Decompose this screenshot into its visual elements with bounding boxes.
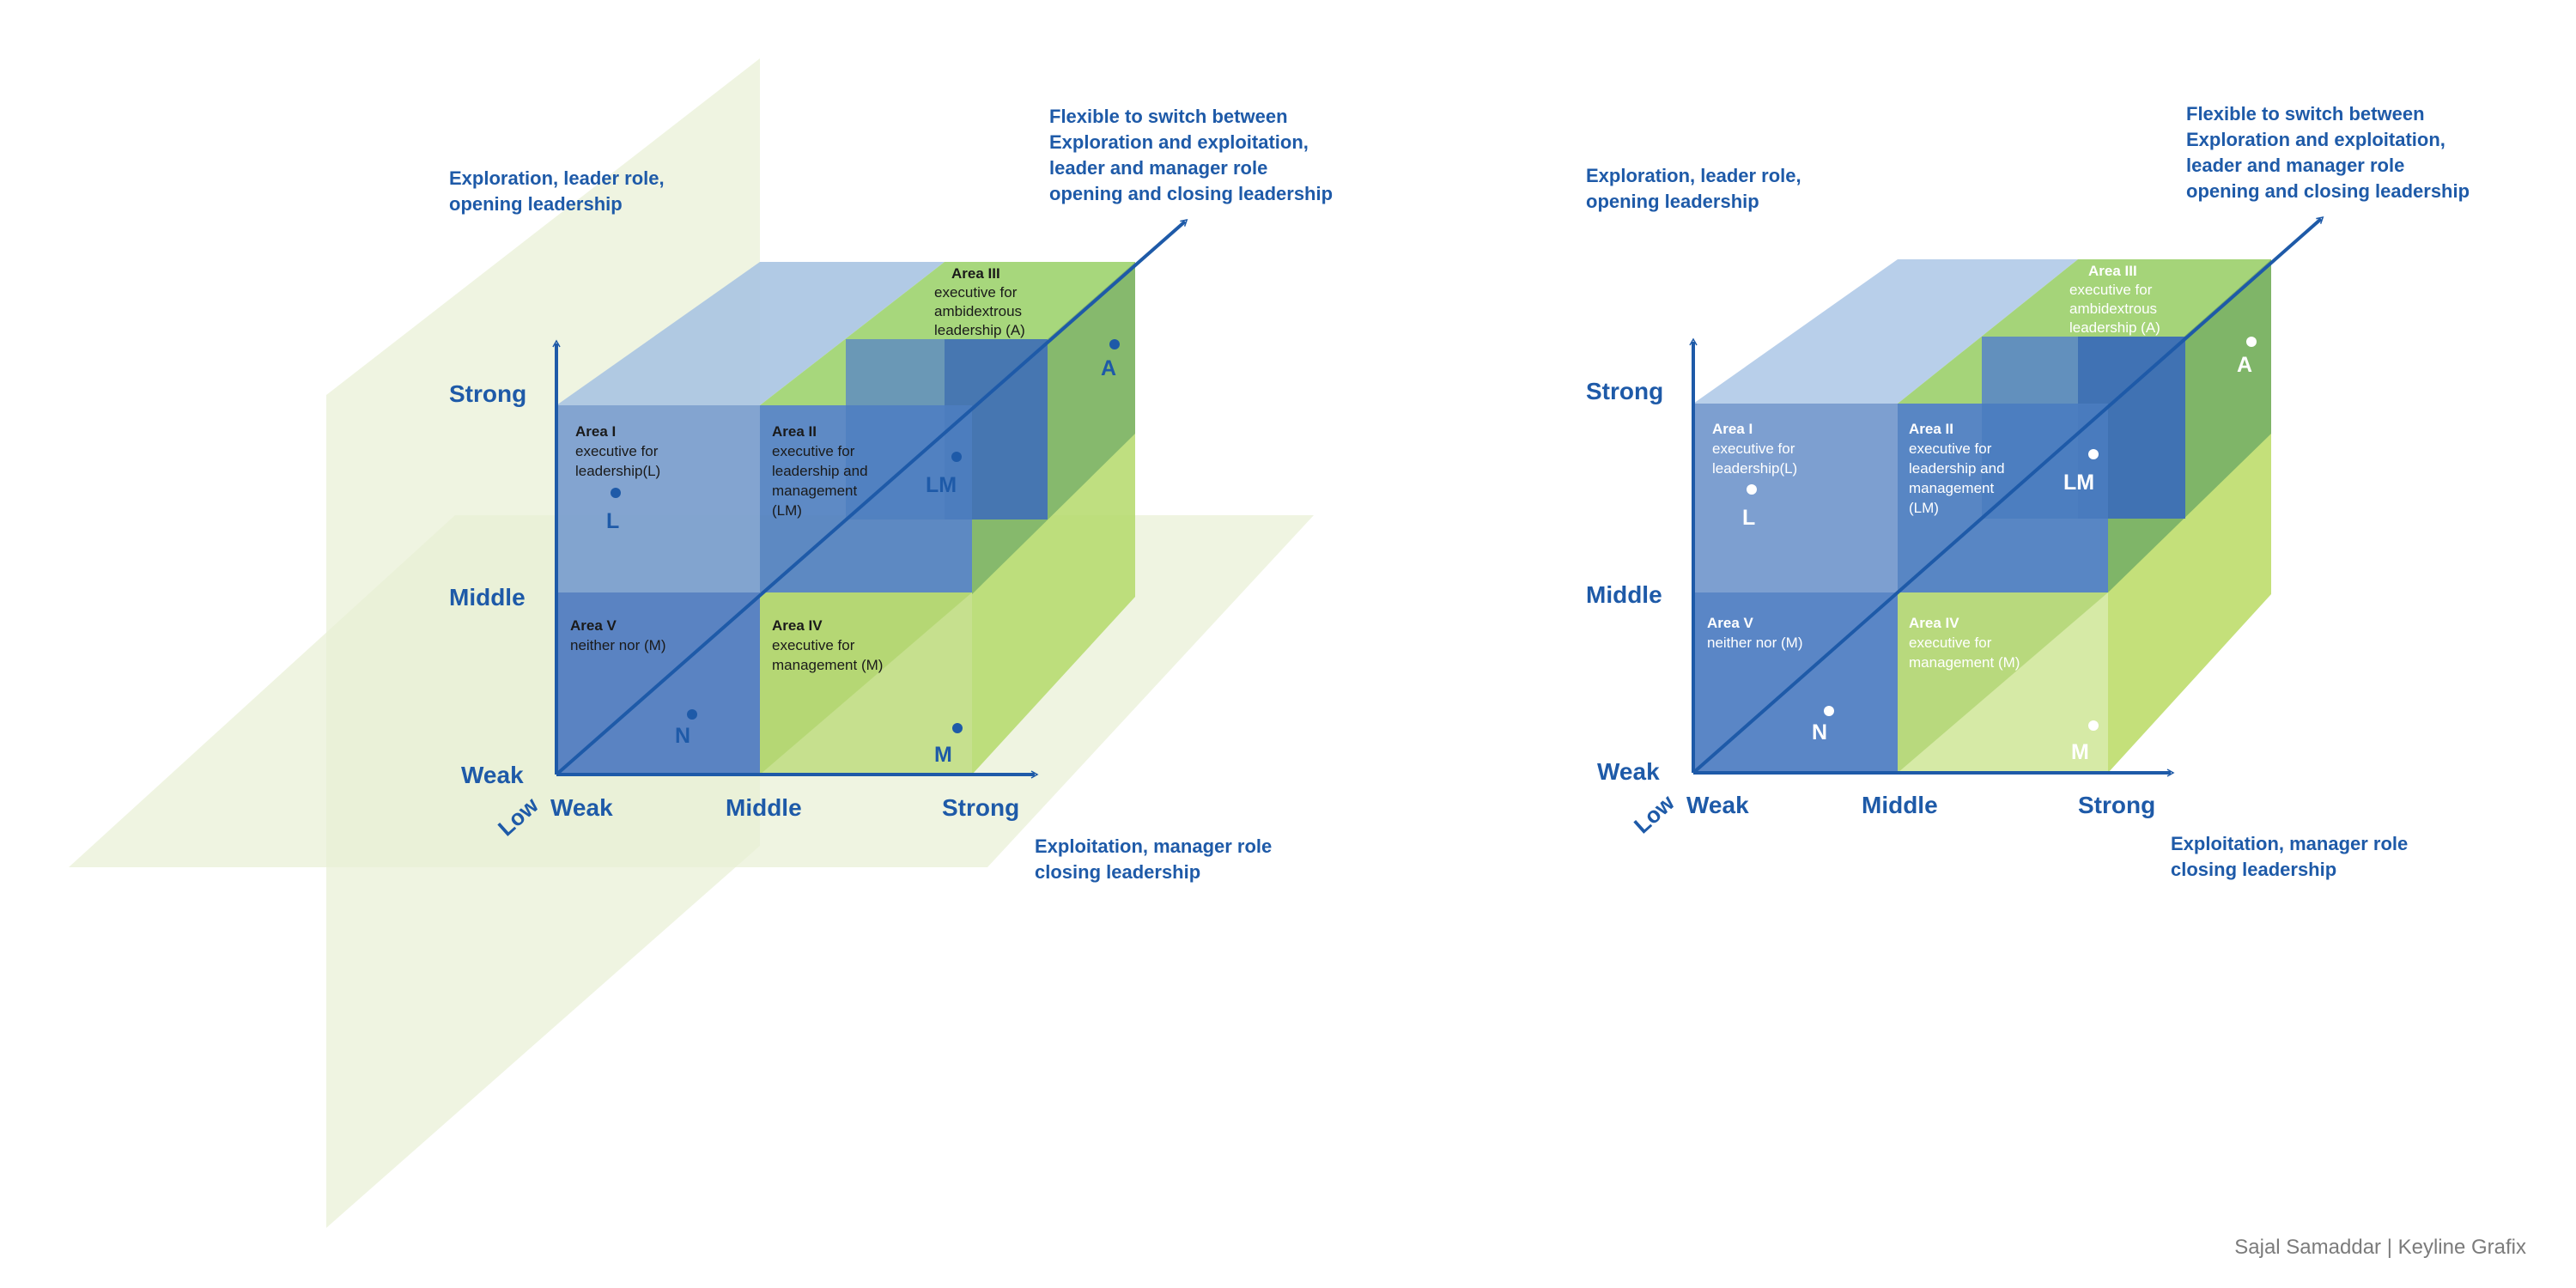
area-v-desc-1: neither nor (M) <box>1707 635 1802 651</box>
area-i-desc-1: executive for <box>575 443 659 459</box>
point-l-dot <box>1747 484 1757 495</box>
area-iv-desc-1: executive for <box>1909 635 1992 651</box>
point-lm-dot <box>951 452 962 462</box>
x-label-strong: Strong <box>2078 792 2155 818</box>
y-label-middle: Middle <box>1586 581 1662 608</box>
point-n-dot <box>1824 706 1834 716</box>
y-axis-caption-line-2: opening leadership <box>1586 191 1759 212</box>
y-label-weak: Weak <box>1597 758 1660 785</box>
area-ii-desc-2: leadership and <box>1909 460 2005 477</box>
point-a-label: A <box>2237 353 2252 377</box>
point-a-label: A <box>1101 356 1116 380</box>
area-v-desc-1: neither nor (M) <box>570 637 665 653</box>
x-label-middle: Middle <box>1862 792 1938 818</box>
z-axis-caption-line-2: Exploration and exploitation, <box>1049 131 1309 153</box>
z-axis-caption-line-4: opening and closing leadership <box>2186 180 2470 202</box>
area-v-title: Area V <box>1707 615 1754 631</box>
area-i-face <box>556 405 760 592</box>
area-iv-shade <box>1898 592 2108 773</box>
area-v-title: Area V <box>570 617 617 634</box>
x-axis-caption-line-1: Exploitation, manager role <box>1035 835 1272 857</box>
area-iv-desc-1: executive for <box>772 637 855 653</box>
area-i-title: Area I <box>575 423 616 440</box>
area-iv-shade <box>760 592 972 775</box>
point-m-dot <box>2088 720 2099 731</box>
z-axis-caption-line-2: Exploration and exploitation, <box>2186 129 2445 150</box>
point-n-dot <box>687 709 697 720</box>
area-ii-desc-3: management <box>1909 480 1995 496</box>
point-lm-dot <box>2088 449 2099 459</box>
y-label-strong: Strong <box>449 380 526 407</box>
point-n-label: N <box>675 724 690 748</box>
cube-diagram-left: Strong Middle Weak Low Weak Middle Stron… <box>69 58 1333 1228</box>
y-label-weak: Weak <box>461 762 524 788</box>
area-i-desc-2: leadership(L) <box>1712 460 1797 477</box>
z-axis <box>1692 216 2324 775</box>
area-iii-desc-2: ambidextrous <box>934 303 1022 319</box>
cube-diagram-right: Strong Middle Weak Low Weak Middle Stron… <box>1586 103 2470 880</box>
point-m-label: M <box>934 743 952 767</box>
y-axis-caption-line-1: Exploration, leader role, <box>1586 165 1801 186</box>
point-m-dot <box>952 723 963 733</box>
y-label-strong: Strong <box>1586 378 1663 404</box>
area-iii-desc-3: leadership (A) <box>934 322 1025 338</box>
area-ii-desc-4: (LM) <box>1909 500 1939 516</box>
area-ii-desc-1: executive for <box>1909 440 1992 457</box>
area-i-desc-2: leadership(L) <box>575 463 660 479</box>
origin-label-low: Low <box>1629 789 1680 839</box>
area-i-face <box>1693 404 1898 592</box>
x-axis-caption-line-1: Exploitation, manager role <box>2171 833 2408 854</box>
cube-top-left <box>1693 259 2078 404</box>
z-axis <box>555 219 1188 776</box>
point-l-label: L <box>606 509 619 533</box>
area-iv-desc-2: management (M) <box>1909 654 2020 671</box>
area-i-desc-1: executive for <box>1712 440 1795 457</box>
x-label-middle: Middle <box>726 794 802 821</box>
area-iii-desc-2: ambidextrous <box>2069 301 2157 317</box>
x-axis-caption-line-2: closing leadership <box>1035 861 1200 883</box>
area-ii-desc-3: management <box>772 483 858 499</box>
z-axis-caption-line-1: Flexible to switch between <box>2186 103 2425 125</box>
point-lm-label: LM <box>2063 471 2094 495</box>
point-a-dot <box>2246 337 2257 347</box>
point-n-label: N <box>1812 720 1827 744</box>
y-axis-caption-line-1: Exploration, leader role, <box>449 167 665 189</box>
area-ii-title: Area II <box>772 423 817 440</box>
x-label-strong: Strong <box>942 794 1019 821</box>
area-iii-desc-1: executive for <box>2069 282 2153 298</box>
point-l-label: L <box>1742 506 1755 530</box>
point-lm-label: LM <box>926 473 957 497</box>
area-iii-desc-3: leadership (A) <box>2069 319 2160 336</box>
x-axis-caption-line-2: closing leadership <box>2171 859 2336 880</box>
z-axis-caption-line-3: leader and manager role <box>2186 155 2404 176</box>
area-ii-face <box>760 405 972 592</box>
y-axis-caption-line-2: opening leadership <box>449 193 623 215</box>
point-l-dot <box>611 488 621 498</box>
z-axis-caption-line-4: opening and closing leadership <box>1049 183 1333 204</box>
area-i-title: Area I <box>1712 421 1753 437</box>
y-label-middle: Middle <box>449 584 526 611</box>
credit-text: Sajal Samaddar | Keyline Grafix <box>2234 1236 2526 1259</box>
area-ii-title: Area II <box>1909 421 1953 437</box>
area-iv-title: Area IV <box>772 617 823 634</box>
cube-top-left <box>556 262 945 405</box>
x-label-weak: Weak <box>550 794 613 821</box>
area-iii-desc-1: executive for <box>934 284 1018 301</box>
z-axis-caption-line-1: Flexible to switch between <box>1049 106 1288 127</box>
point-a-dot <box>1109 339 1120 349</box>
area-ii-desc-2: leadership and <box>772 463 868 479</box>
x-label-weak: Weak <box>1686 792 1749 818</box>
area-iii-title: Area III <box>2088 263 2137 279</box>
area-iv-title: Area IV <box>1909 615 1959 631</box>
z-axis-caption-line-3: leader and manager role <box>1049 157 1267 179</box>
point-m-label: M <box>2071 740 2089 764</box>
area-ii-desc-1: executive for <box>772 443 855 459</box>
area-iii-title: Area III <box>951 265 1000 282</box>
area-iv-desc-2: management (M) <box>772 657 883 673</box>
area-ii-desc-4: (LM) <box>772 502 802 519</box>
